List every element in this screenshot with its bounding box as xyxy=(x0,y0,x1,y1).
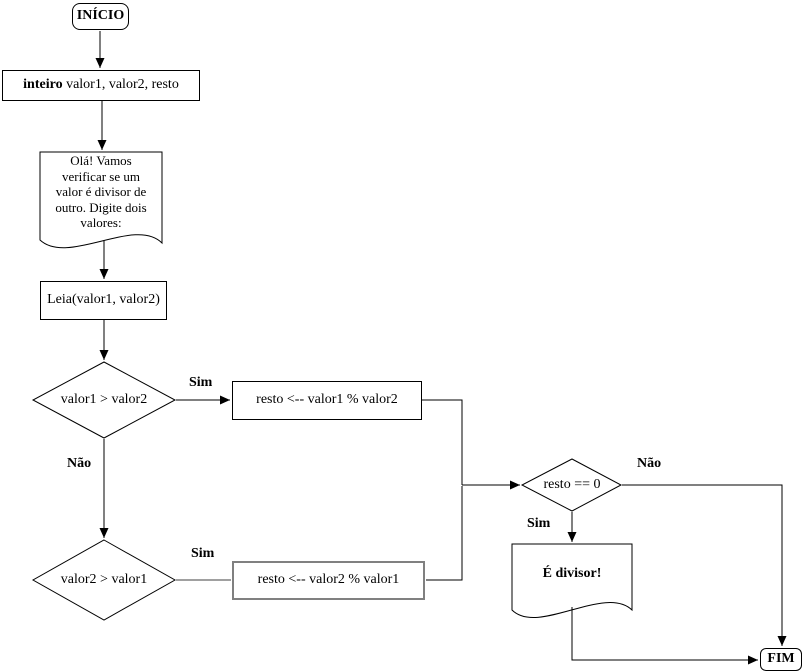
end-terminator[interactable]: FIM xyxy=(760,648,802,671)
read-process[interactable]: Leia(valor1, valor2) xyxy=(40,281,167,320)
start-terminator[interactable]: INÍCIO xyxy=(72,3,129,30)
decision3-shape[interactable] xyxy=(520,458,623,512)
edge-result-end[interactable] xyxy=(571,607,758,665)
start-label: INÍCIO xyxy=(76,8,125,24)
decision2-yes-label: Sim xyxy=(191,546,215,561)
result-document-text: É divisor! xyxy=(542,566,602,581)
result-document-shape[interactable] xyxy=(511,543,633,618)
declare-keyword: inteiro xyxy=(23,77,63,93)
decision1-yes-label: Sim xyxy=(189,375,213,390)
declare-process[interactable]: inteiro valor1, valor2, resto xyxy=(2,70,200,101)
intro-document-text: Olá! Vamos verificar se um valor é divis… xyxy=(55,153,147,230)
process2-label: resto <-- valor2 % valor1 xyxy=(257,572,400,588)
process2[interactable]: resto <-- valor2 % valor1 xyxy=(232,561,425,600)
decision3-no-label: Não xyxy=(637,456,662,471)
declare-args: valor1, valor2, resto xyxy=(62,77,179,93)
edge-process1-junction[interactable] xyxy=(422,399,463,485)
process1-label: resto <-- valor1 % valor2 xyxy=(256,392,398,408)
process1[interactable]: resto <-- valor1 % valor2 xyxy=(232,381,422,420)
declare-label: inteiro valor1, valor2, resto xyxy=(23,77,179,93)
decision3-yes-label: Sim xyxy=(527,516,551,531)
intro-document-shape[interactable] xyxy=(39,151,163,249)
decision1-shape[interactable] xyxy=(31,361,177,439)
edge-decision3-end[interactable] xyxy=(622,484,787,646)
decision1-no-label: Não xyxy=(67,456,92,471)
decision2-shape[interactable] xyxy=(31,539,177,621)
edge-process2-junction[interactable] xyxy=(426,486,463,581)
read-label: Leia(valor1, valor2) xyxy=(47,292,160,308)
end-label: FIM xyxy=(767,651,795,667)
